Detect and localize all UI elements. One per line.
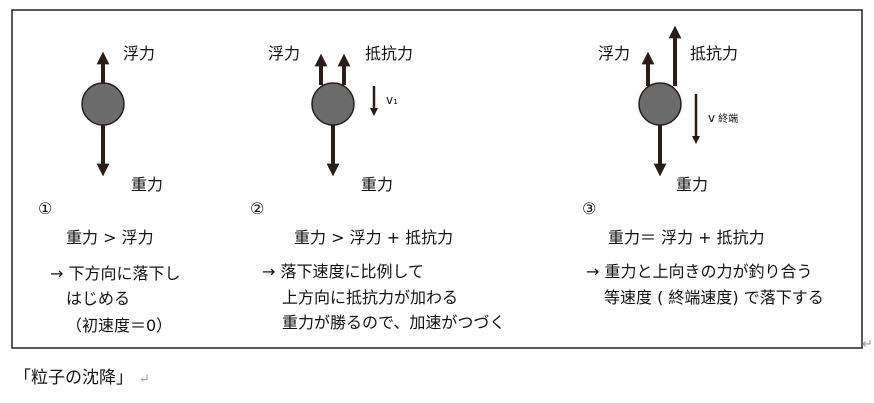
panel-1-description-2: はじめる	[66, 289, 131, 308]
panel-2-description-3: 重力が勝るので、加速がつづく	[282, 313, 506, 332]
panel-3-diagram	[638, 25, 701, 177]
figure-caption: 「粒子の沈降」 ↵	[14, 368, 150, 390]
panel-2-description-1: → 落下速度に比例して	[262, 262, 425, 281]
panel-2-equation: 重力 > 浮力 + 抵抗力	[294, 228, 454, 247]
panel-2-diagram	[311, 53, 379, 177]
panel-2-particle	[311, 82, 355, 126]
panel-3-equation: 重力＝ 浮力 + 抵抗力	[608, 228, 765, 247]
panel-3-description-1: → 重力と上向きの力が釣り合う	[586, 262, 813, 281]
panel-2-velocity-label: v₁	[386, 93, 398, 107]
panel-2-buoyancy-label: 浮力	[268, 44, 301, 63]
panel-1-equation: 重力 > 浮力	[66, 228, 154, 247]
panel-1-particle	[81, 82, 125, 126]
panel-3-buoyancy-label: 浮力	[598, 44, 631, 63]
panel-3-velocity-symbol: v	[708, 111, 716, 125]
panel-2-number: ②	[250, 199, 265, 218]
frame-return-mark: ↵	[862, 337, 873, 352]
panel-1-description-1: → 下方向に落下し	[50, 264, 181, 283]
panel-1-gravity-label: 重力	[131, 175, 164, 194]
panel-3-particle	[638, 82, 682, 126]
figure-caption-text: 「粒子の沈降」	[14, 368, 133, 388]
caption-return-mark: ↵	[139, 372, 150, 387]
panel-2-description-2: 上方向に抵抗力が加わる	[282, 288, 459, 307]
diagram-border	[11, 9, 863, 349]
panel-3-resistance-label: 抵抗力	[690, 44, 739, 63]
panel-1-description-3: （初速度＝0）	[66, 316, 173, 335]
panel-3-velocity-subscript: 終端	[718, 114, 739, 125]
panel-3-description-2: 等速度 ( 終端速度) で落下する	[604, 288, 824, 307]
panel-3-gravity-label: 重力	[676, 175, 709, 194]
panel-1-number: ①	[38, 199, 53, 218]
panel-3-number: ③	[582, 199, 597, 218]
panel-2-gravity-label: 重力	[361, 175, 394, 194]
panel-1-diagram	[81, 51, 125, 177]
panel-1-buoyancy-label: 浮力	[123, 44, 156, 63]
panel-2-resistance-label: 抵抗力	[365, 44, 414, 63]
